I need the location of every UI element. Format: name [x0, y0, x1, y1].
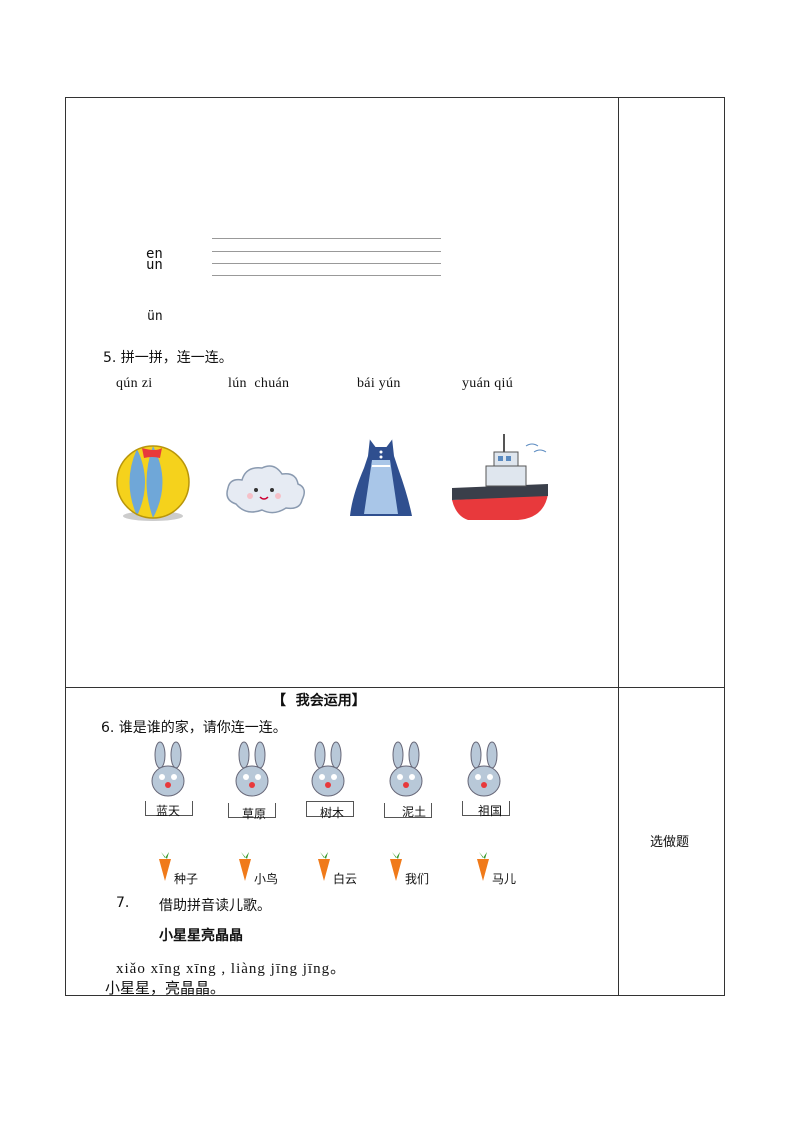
question-5-title: 5. 拼一拼，连一连。	[103, 350, 233, 366]
optional-label: 选做题	[650, 835, 690, 850]
pinyin-yuanqiu: yuán qiú	[462, 376, 514, 391]
cloud-image	[226, 465, 305, 514]
pinyin-lunchuan: lún chuán	[228, 376, 290, 391]
question-7-number: 7.	[116, 895, 130, 911]
home-box	[228, 803, 276, 818]
pinyin-baiyun: bái yún	[357, 376, 401, 391]
carrot-icon	[477, 852, 489, 881]
dweller-women: 我们	[405, 872, 430, 886]
carrot-icon	[318, 852, 330, 881]
poem-line: 小星星，亮晶晶。	[105, 979, 226, 997]
home-shumu: 树木	[320, 806, 345, 820]
home-box	[145, 801, 193, 816]
row-divider	[65, 687, 725, 688]
home-lantian: 蓝天	[156, 804, 181, 818]
carrot-icon	[390, 852, 402, 881]
ball-image	[116, 445, 190, 521]
section-header: 【 我会运用】	[272, 693, 366, 709]
home-box	[384, 803, 432, 818]
final-v: ün	[147, 309, 163, 324]
writing-line	[212, 251, 441, 252]
home-nitu: 泥土	[402, 805, 427, 819]
final-un: un	[146, 257, 163, 273]
poem-pinyin: xiǎo xīng xīng , liàng jīng jīng。	[116, 961, 347, 977]
home-box	[462, 801, 510, 816]
question-7-title: 借助拼音读儿歌。	[159, 898, 271, 914]
rabbit-icon	[467, 741, 501, 797]
dweller-maer: 马儿	[492, 872, 517, 886]
writing-line	[212, 275, 441, 276]
poem-title: 小星星亮晶晶	[159, 928, 243, 944]
worksheet-table	[65, 97, 725, 996]
carrot-icon	[239, 852, 251, 881]
rabbit-icon	[389, 741, 423, 797]
carrot-icon	[159, 852, 171, 881]
dweller-xiaoniao: 小鸟	[254, 872, 279, 886]
rabbit-icon	[311, 741, 345, 797]
rabbit-icon	[151, 741, 185, 797]
home-caoyuan: 草原	[242, 807, 267, 821]
final-en: en	[146, 246, 163, 262]
dweller-baiyun: 白云	[333, 872, 358, 886]
home-zuguo: 祖国	[478, 804, 503, 818]
writing-line	[212, 263, 441, 264]
question-6-title: 6. 谁是谁的家，请你连一连。	[101, 720, 287, 736]
writing-line	[212, 238, 441, 239]
ship-image	[452, 434, 548, 520]
column-divider	[618, 97, 619, 996]
dress-image	[350, 437, 412, 516]
dweller-zhongzi: 种子	[174, 872, 199, 886]
pinyin-qunzi: qún zi	[116, 376, 153, 391]
home-box	[306, 801, 354, 817]
rabbit-icon	[235, 741, 269, 797]
